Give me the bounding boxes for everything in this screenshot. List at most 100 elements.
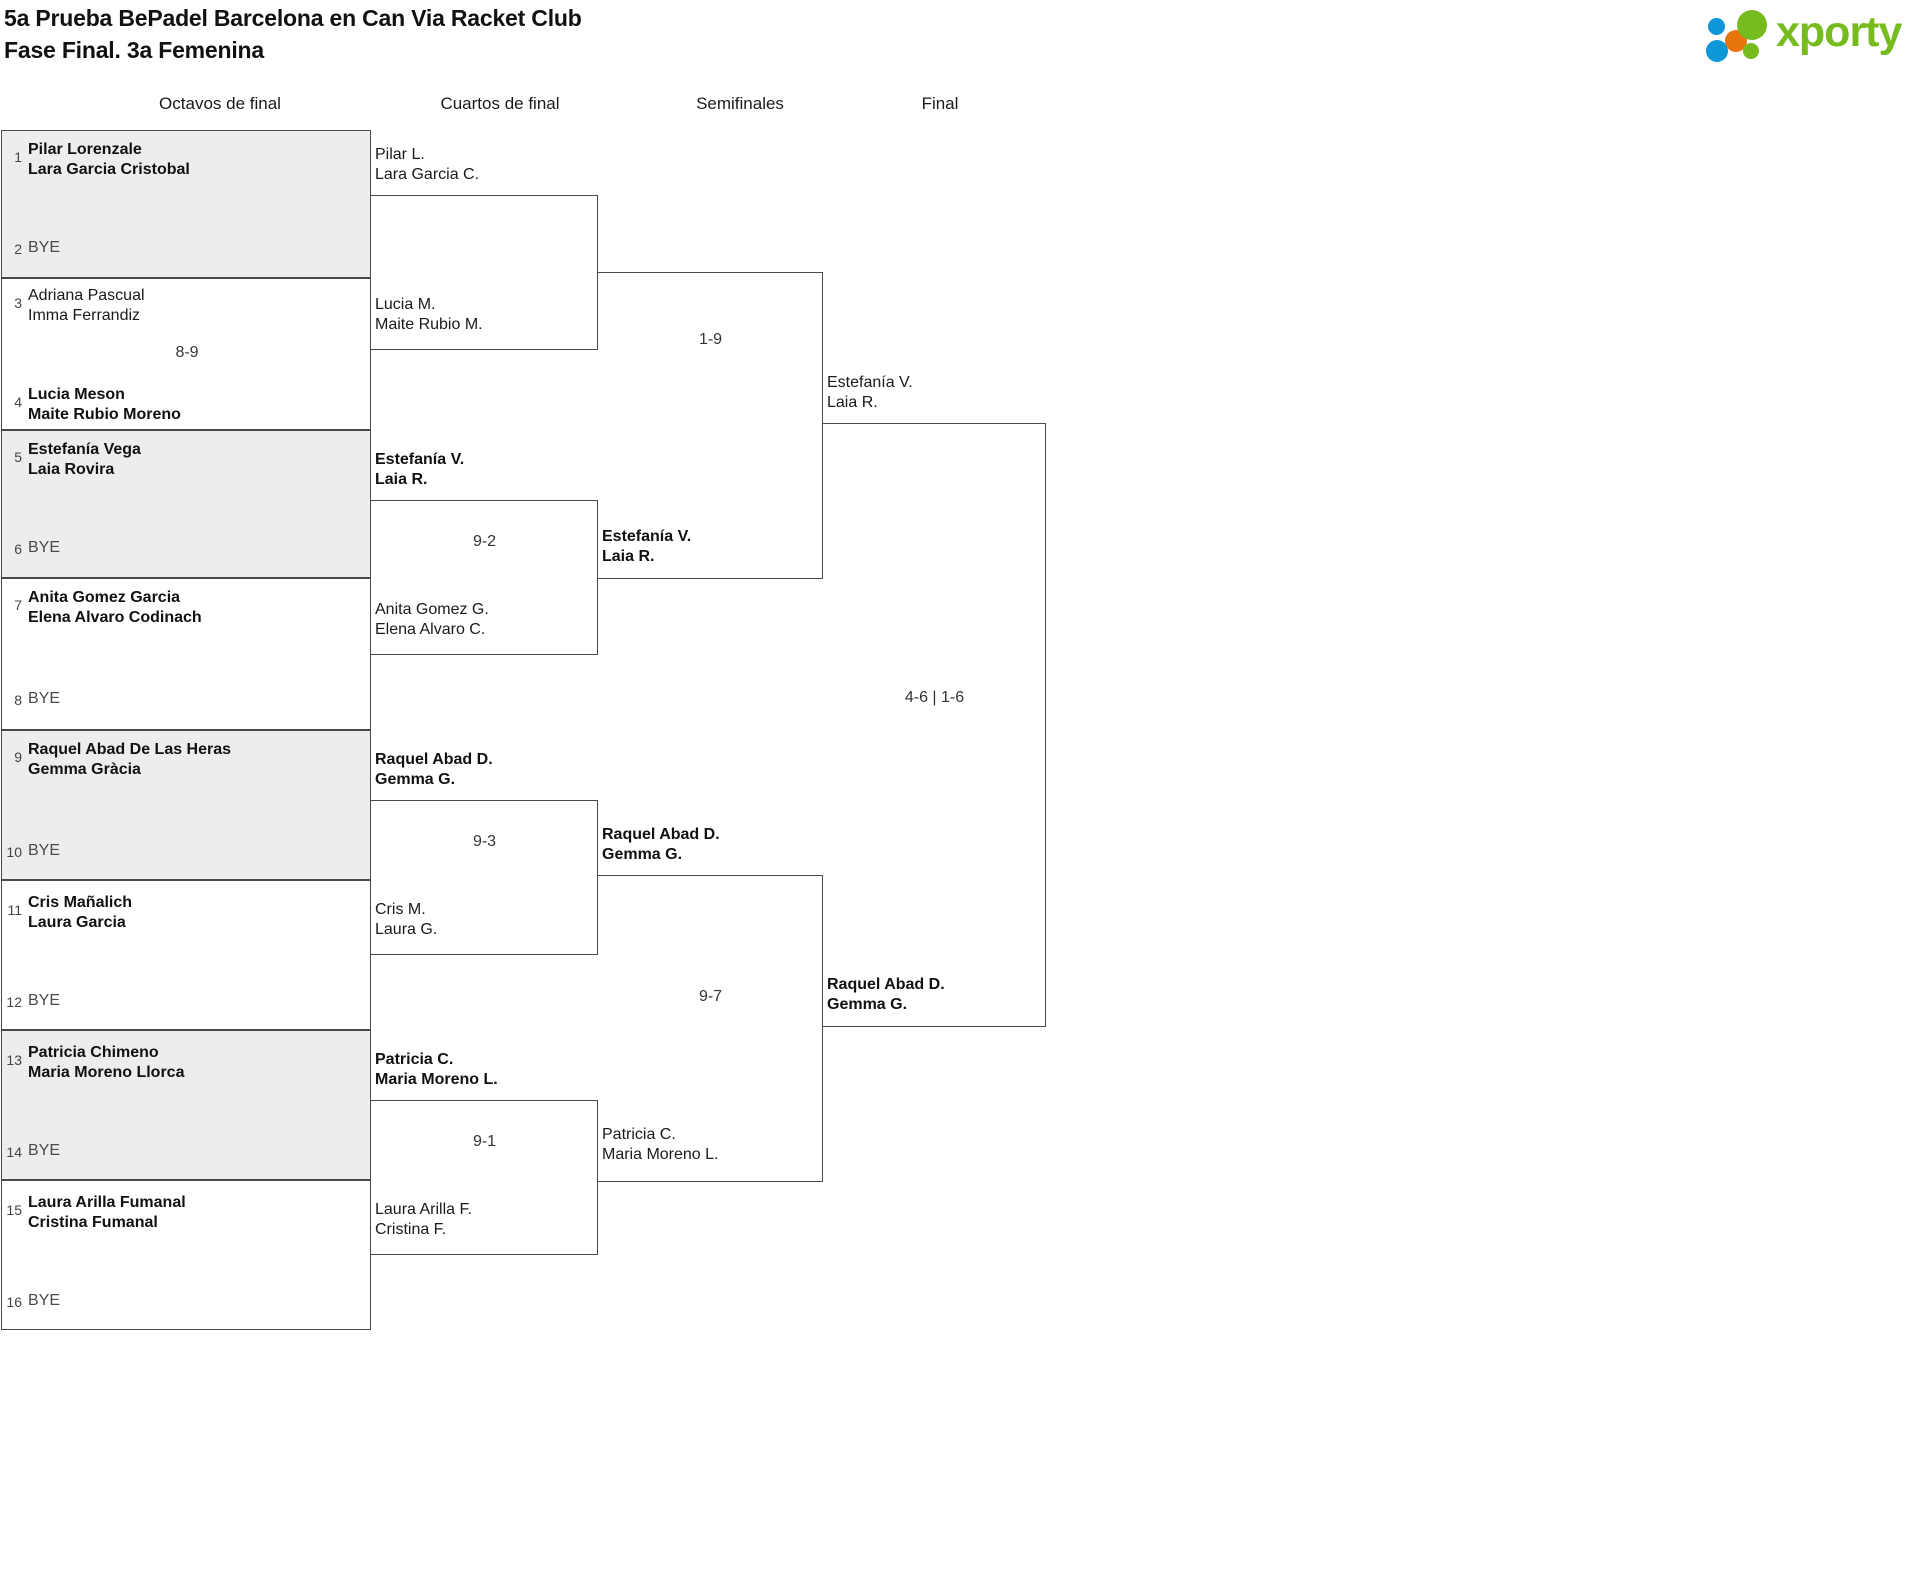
final-team-2-champion: Raquel Abad D. Gemma G. [827,975,945,1015]
cuartos-team-2: Lucia M. Maite Rubio M. [375,295,483,335]
player-line-2: Gemma G. [602,846,683,863]
cuartos-team-7: Patricia C. Maria Moreno L. [375,1050,498,1090]
match-score: 9-7 [698,988,723,1005]
cuartos-match-1-connector[interactable] [371,195,598,350]
final-match-connector[interactable]: 4-6 | 1-6 [823,423,1046,1027]
player-line-1: Estefanía V. [827,374,913,391]
player-line-1: Patricia C. [602,1126,676,1143]
player-line-1: Estefanía V. [375,451,465,468]
cuartos-team-6: Cris M. Laura G. [375,900,437,940]
semifinal-team-2: Raquel Abad D. Gemma G. [602,825,720,865]
cuartos-match-4-connector[interactable]: 9-1 [371,1100,598,1255]
seed-number: 1 [14,149,22,165]
player-line-1: Patricia Chimeno [28,1044,159,1061]
seed-number: 3 [14,295,22,311]
seed-number: 5 [14,449,22,465]
team-names: Anita Gomez Garcia Elena Alvaro Codinach [28,588,202,628]
player-line-2: Lara Garcia C. [375,166,480,183]
bye-label: BYE [28,842,61,859]
team-names: Cris Mañalich Laura Garcia [28,893,132,933]
octavos-match-2[interactable]: 3 Adriana Pascual Imma Ferrandiz 8-9 4 L… [1,278,371,430]
cuartos-team-3: Estefanía V. Laia R. [375,450,464,490]
cuartos-match-3-connector[interactable]: 9-3 [371,800,598,955]
octavos-match-8[interactable]: 15 Laura Arilla Fumanal Cristina Fumanal… [1,1180,371,1330]
round-header-semifinales: Semifinales [696,94,784,113]
team-names: Raquel Abad De Las Heras Gemma Gràcia [28,740,231,780]
player-line-1: Raquel Abad D. [375,751,493,768]
cuartos-team-1: Pilar L. Lara Garcia C. [375,145,479,185]
player-line-2: Cristina Fumanal [28,1214,158,1231]
round-header-final: Final [921,94,959,113]
player-line-1: Adriana Pascual [28,287,145,304]
player-line-1: Lucia Meson [28,386,125,403]
match-score: 9-3 [472,833,497,850]
player-line-2: Laia R. [602,548,655,565]
player-line-1: Cris M. [375,901,426,918]
tournament-title-line-1: 5a Prueba BePadel Barcelona en Can Via R… [4,5,582,31]
match-score: 9-2 [472,533,497,550]
round-header-octavos: Octavos de final [159,94,281,113]
team-names: Estefanía Vega Laia Rovira [28,440,141,480]
seed-number: 13 [6,1052,22,1068]
seed-number: 10 [6,844,22,860]
bye-label: BYE [28,539,61,556]
match-score: 8-9 [175,344,199,361]
semifinal-match-1-connector[interactable]: 1-9 [598,272,823,579]
octavos-match-7[interactable]: 13 Patricia Chimeno Maria Moreno Llorca … [1,1030,371,1180]
cuartos-match-2-connector[interactable]: 9-2 [371,500,598,655]
octavos-match-6[interactable]: 11 Cris Mañalich Laura Garcia 12 BYE [1,880,371,1030]
seed-number: 14 [6,1144,22,1160]
player-line-2: Gemma G. [375,771,456,788]
octavos-match-4[interactable]: 7 Anita Gomez Garcia Elena Alvaro Codina… [1,578,371,730]
player-line-1: Raquel Abad D. [827,976,945,993]
player-line-1: Pilar Lorenzale [28,141,142,158]
page-header: 5a Prueba BePadel Barcelona en Can Via R… [0,0,1920,72]
player-line-1: Cris Mañalich [28,894,133,911]
player-line-2: Gemma Gràcia [28,761,141,778]
player-line-2: Laia R. [375,471,428,488]
seed-number: 2 [14,241,22,257]
player-line-2: Maria Moreno L. [375,1071,498,1088]
octavos-match-1[interactable]: 1 Pilar Lorenzale Lara Garcia Cristobal … [1,130,371,278]
logo-dots-icon [1706,8,1776,62]
player-line-2: Imma Ferrandiz [28,307,141,324]
logo-dot-blue-large [1706,40,1728,62]
seed-number: 9 [14,749,22,765]
title-block: 5a Prueba BePadel Barcelona en Can Via R… [4,2,582,66]
match-score: 4-6 | 1-6 [904,689,965,706]
bye-label: BYE [28,1292,61,1309]
bye-label: BYE [28,1142,61,1159]
player-line-2: Elena Alvaro C. [375,621,486,638]
player-line-1: Lucia M. [375,296,436,313]
player-line-2: Maite Rubio Moreno [28,406,181,423]
player-line-2: Maite Rubio M. [375,316,483,333]
player-line-2: Laia R. [827,394,878,411]
bye-label: BYE [28,239,61,256]
player-line-1: Anita Gomez Garcia [28,589,181,606]
semifinal-match-2-connector[interactable]: 9-7 [598,875,823,1182]
match-score: 1-9 [698,331,723,348]
player-line-1: Laura Arilla Fumanal [28,1194,186,1211]
cuartos-team-8: Laura Arilla F. Cristina F. [375,1200,472,1240]
xporty-logo[interactable]: xporty [1670,4,1910,62]
logo-dot-green-large [1737,10,1767,40]
team-names: Patricia Chimeno Maria Moreno Llorca [28,1043,184,1083]
octavos-match-5[interactable]: 9 Raquel Abad De Las Heras Gemma Gràcia … [1,730,371,880]
player-line-1: Pilar L. [375,146,425,163]
seed-number: 12 [6,994,22,1010]
seed-number: 6 [14,541,22,557]
semifinal-team-1: Estefanía V. Laia R. [602,527,691,567]
player-line-2: Laura G. [375,921,438,938]
octavos-match-3[interactable]: 5 Estefanía Vega Laia Rovira 6 BYE [1,430,371,578]
logo-dot-green-small [1743,43,1759,59]
player-line-1: Estefanía V. [602,528,692,545]
logo-wordmark: xporty [1776,8,1902,56]
player-line-2: Laura Garcia [28,914,126,931]
semifinal-team-3: Patricia C. Maria Moreno L. [602,1125,719,1165]
cuartos-team-5: Raquel Abad D. Gemma G. [375,750,493,790]
player-line-2: Laia Rovira [28,461,115,478]
team-names: Adriana Pascual Imma Ferrandiz [28,286,145,326]
seed-number: 7 [14,597,22,613]
final-team-1: Estefanía V. Laia R. [827,373,913,413]
